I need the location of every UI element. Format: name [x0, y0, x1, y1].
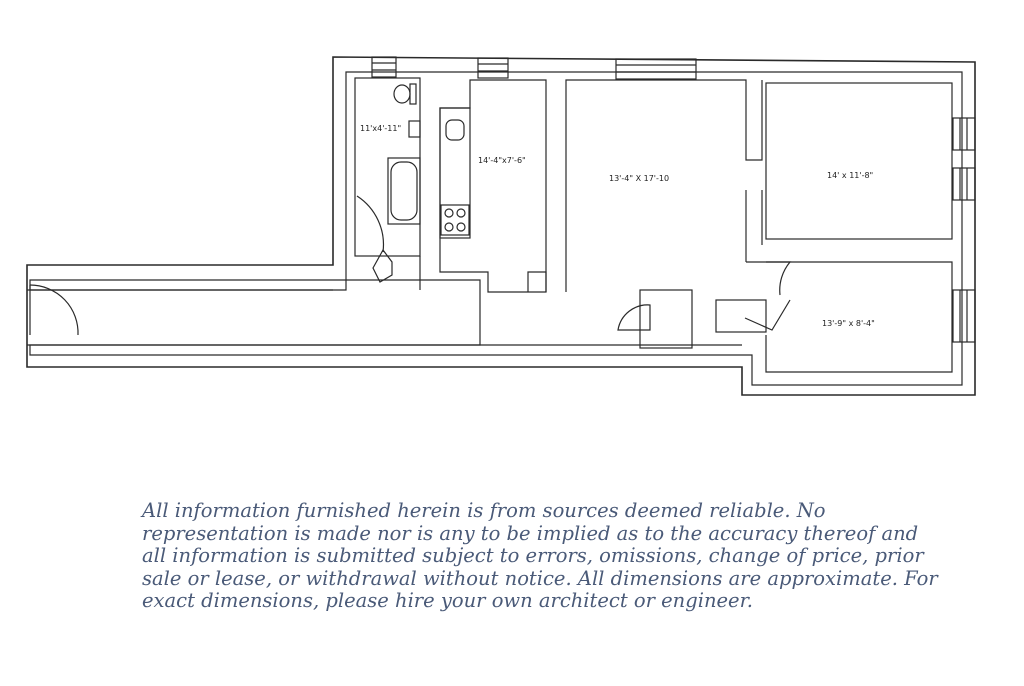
floor-plan: 11'x4'-11" 14'-4"x7'-6" 13'-4" X 17'-10 … [26, 56, 976, 396]
room-label-living: 13'-4" X 17'-10 [609, 174, 669, 183]
toilet-bowl [393, 84, 411, 104]
hall-closet [639, 289, 693, 349]
kitchen-wall [439, 79, 547, 293]
window-bedroom-1a [952, 117, 976, 151]
bedroom-2-closet [715, 299, 767, 333]
living-wall [527, 79, 763, 292]
bedroom-2-door [744, 299, 791, 331]
bathtub [387, 157, 421, 225]
window-bedroom-1b [952, 167, 976, 201]
window-bath [371, 56, 397, 78]
window-bedroom-2 [952, 289, 976, 343]
hall-closet-door [617, 304, 651, 331]
bedroom-1-door [746, 261, 792, 296]
bedroom-1-walls [765, 82, 953, 240]
outer-wall [26, 56, 976, 396]
outer-wall-inner [29, 71, 963, 386]
bathtub-inner [390, 161, 418, 221]
stove [440, 204, 470, 236]
room-label-kitchen: 14'-4"x7'-6" [478, 156, 526, 165]
window-living [615, 58, 697, 80]
bedroom-2-walls [765, 261, 953, 373]
bath-sink [408, 120, 421, 138]
entrance-door [29, 284, 79, 336]
kitchen-sink [445, 119, 465, 141]
disclaimer-text: All information furnished herein is from… [142, 499, 938, 612]
room-label-bedroom-2: 13'-9" x 8'-4" [822, 319, 875, 328]
room-label-bath: 11'x4'-11" [360, 124, 401, 133]
room-label-bedroom-1: 14' x 11'-8" [827, 171, 873, 180]
kitchen-counter [439, 107, 471, 239]
bath-closet [372, 248, 393, 283]
window-kitchen [477, 57, 509, 79]
toilet-tank [409, 83, 417, 105]
bath-door [356, 195, 385, 253]
